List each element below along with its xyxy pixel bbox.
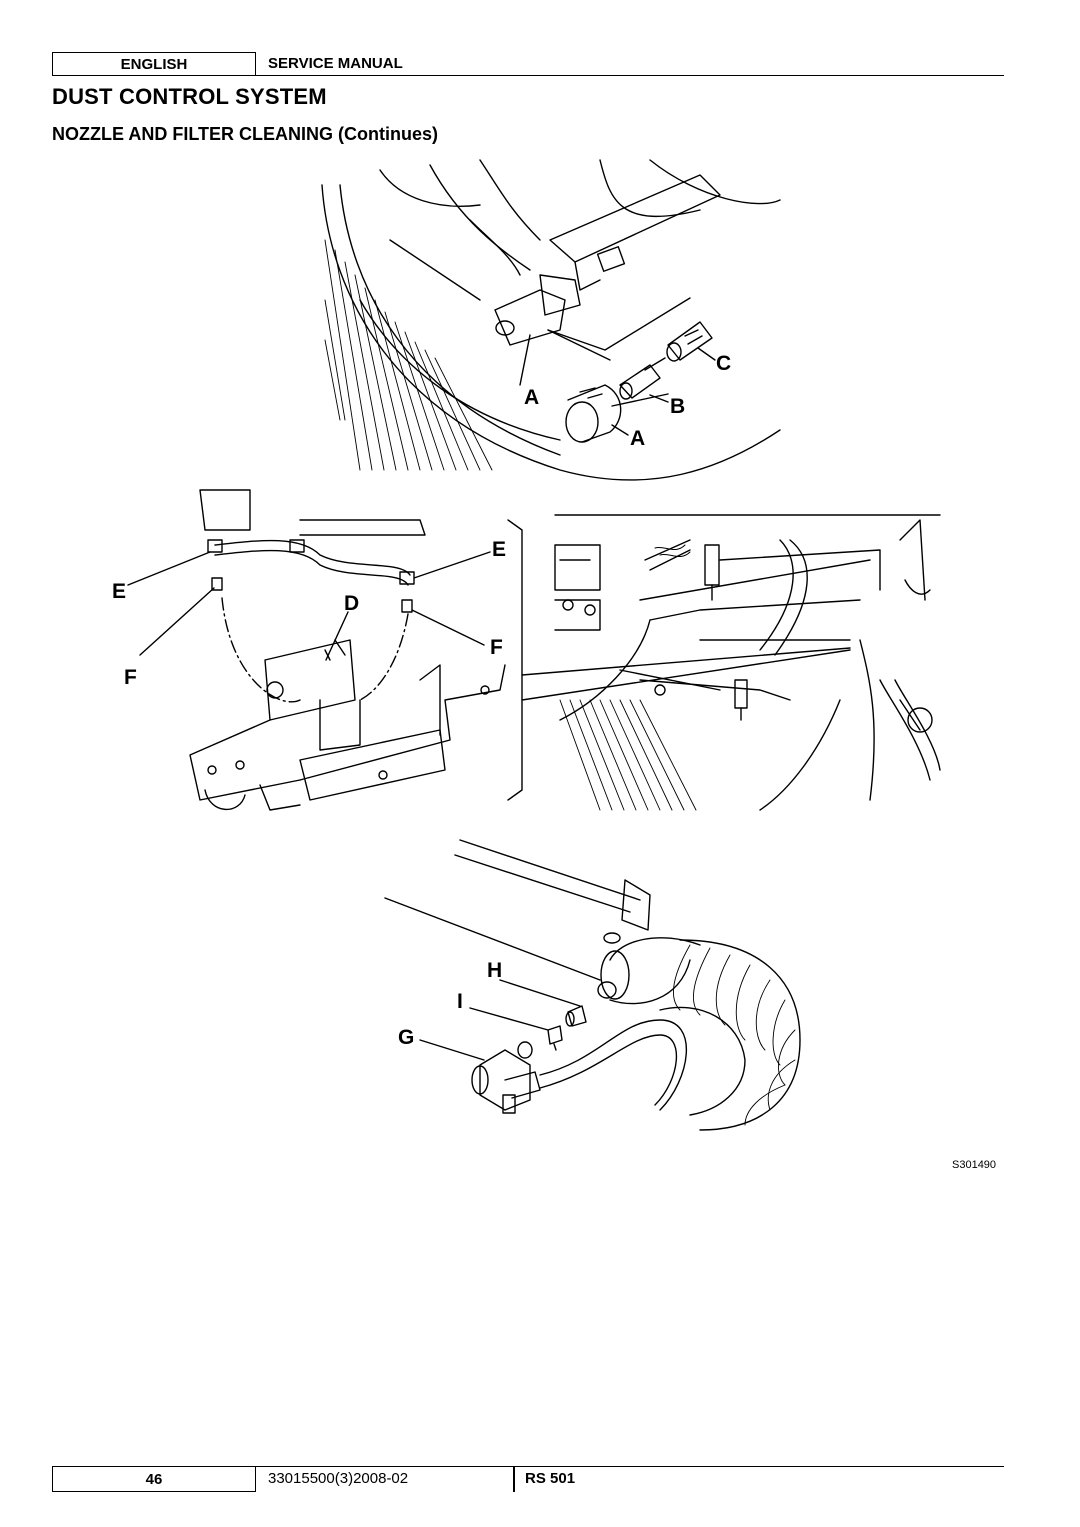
footer-separator <box>513 1466 515 1492</box>
nozzle-cap-part <box>565 384 622 443</box>
check-valve-part <box>565 1005 587 1027</box>
document-code: 33015500(3)2008-02 <box>268 1470 409 1487</box>
callout-d: D <box>344 592 359 615</box>
callout-e-left: E <box>112 580 126 603</box>
filter-assembly-drawing <box>384 839 801 1131</box>
manual-type-label: SERVICE MANUAL <box>268 55 403 72</box>
callout-b: B <box>670 395 685 418</box>
model-name: RS 501 <box>525 1470 576 1487</box>
callout-g: G <box>398 1026 414 1049</box>
section-title: NOZZLE AND FILTER CLEANING (Continues) <box>52 124 438 144</box>
nozzle-tip-part <box>619 357 666 400</box>
filter-bowl-part <box>471 1049 541 1114</box>
leader-e-left <box>127 551 211 586</box>
detail-leader-bottom <box>521 649 851 701</box>
callout-c: C <box>716 352 731 375</box>
leader-f-right <box>411 609 485 646</box>
detail-leader-top <box>521 647 851 676</box>
machine-detail-drawing <box>554 514 941 811</box>
seal-ring-part <box>517 1041 533 1059</box>
callout-a-lower: A <box>630 427 645 450</box>
leader-g <box>419 1039 485 1061</box>
page-title: DUST CONTROL SYSTEM <box>52 84 327 109</box>
figure-code: S301490 <box>952 1159 996 1171</box>
language-label: ENGLISH <box>52 52 256 76</box>
filter-screen-part <box>547 1025 563 1051</box>
callout-a-upper: A <box>524 386 539 409</box>
leader-d <box>325 611 349 661</box>
leader-i <box>469 1007 549 1031</box>
callout-i: I <box>457 990 463 1013</box>
leader-f-left <box>139 587 215 656</box>
leader-e-right <box>413 551 491 579</box>
nozzle-assembly-drawing <box>321 159 781 481</box>
callout-e-right: E <box>492 538 506 561</box>
spray-bar-drawing <box>189 489 506 811</box>
leader-h <box>499 979 581 1007</box>
technical-illustration: A C B A E F E D F <box>112 159 996 1171</box>
callout-f-left: F <box>124 666 137 689</box>
header-rule <box>256 52 1004 76</box>
callout-h: H <box>487 959 502 982</box>
footer-rule <box>256 1466 1004 1467</box>
callout-f-right: F <box>490 636 503 659</box>
page-number: 46 <box>52 1466 256 1492</box>
detail-bracket <box>507 519 523 801</box>
nozzle-filter-part <box>666 321 713 362</box>
